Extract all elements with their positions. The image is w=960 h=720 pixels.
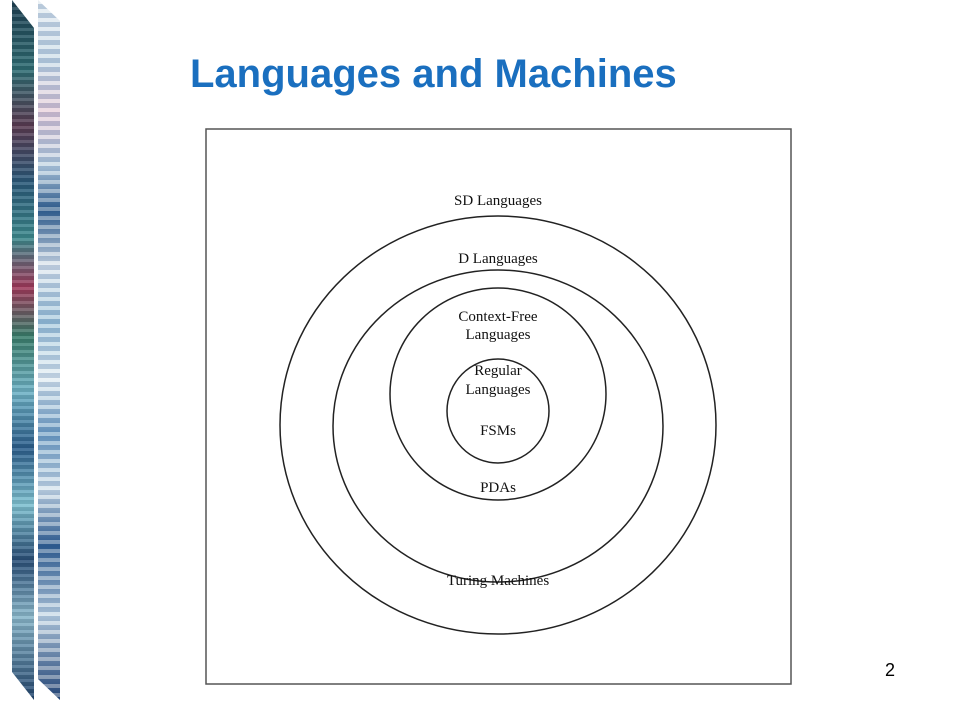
ring-regular	[446, 358, 550, 464]
label-fsms: FSMs	[480, 423, 516, 439]
label-turing-machines: Turing Machines	[447, 573, 550, 589]
label-d-languages: D Languages	[458, 251, 538, 267]
label-context-free-line1: Context-Free	[458, 309, 537, 325]
slide-title: Languages and Machines	[190, 52, 677, 96]
ring-sd-languages	[279, 215, 717, 635]
diagram-frame	[205, 128, 792, 685]
diagram-svg: SD Languages D Languages Context-Free La…	[205, 128, 792, 685]
ring-d-languages	[332, 269, 664, 583]
ring-context-free	[389, 287, 607, 501]
label-context-free-line2: Languages	[466, 327, 531, 343]
decorative-ribbon-right	[38, 0, 60, 700]
label-sd-languages: SD Languages	[454, 193, 542, 209]
label-regular-line1: Regular	[474, 363, 521, 379]
page-number: 2	[885, 660, 896, 680]
label-regular-line2: Languages	[466, 382, 531, 398]
decorative-ribbon-left	[12, 0, 34, 700]
nested-language-diagram: SD Languages D Languages Context-Free La…	[205, 128, 793, 686]
label-pdas: PDAs	[480, 480, 516, 496]
